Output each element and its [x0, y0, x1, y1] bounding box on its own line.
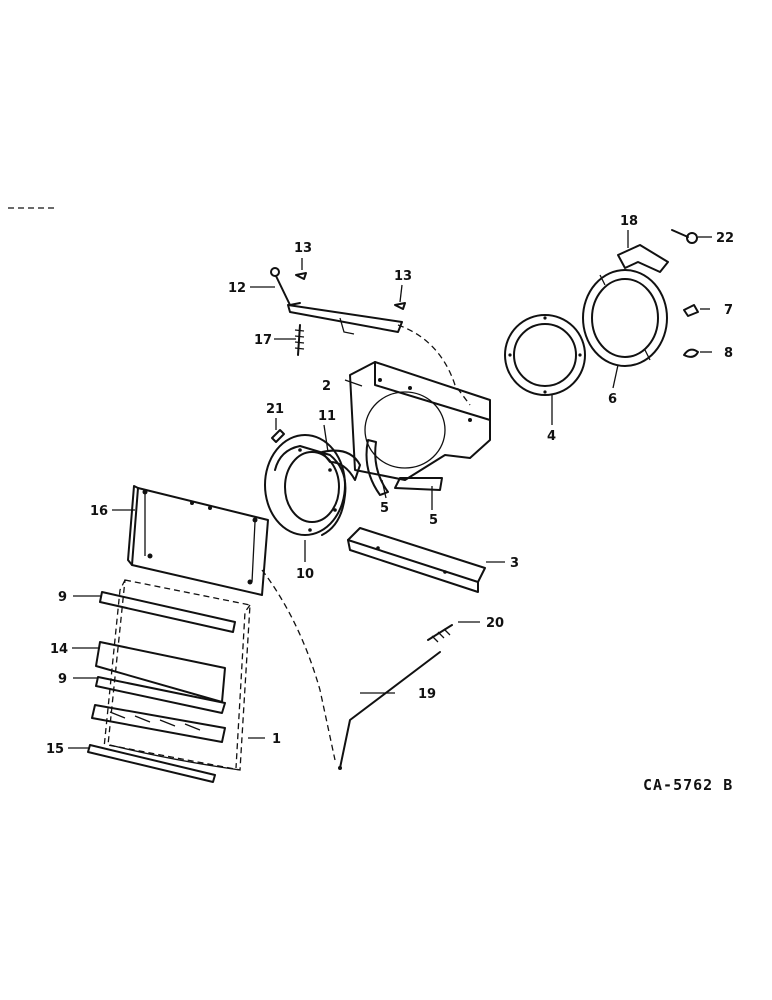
part-12-lever-bar: [270, 267, 403, 335]
callout-4: 4: [547, 429, 556, 444]
part-9-upper-bar: [99, 591, 236, 633]
callout-7: 7: [724, 303, 733, 318]
callout-16: 16: [90, 504, 108, 519]
callout-9a: 9: [58, 590, 67, 605]
part-18-bracket: [617, 244, 669, 273]
callout-1: 1: [272, 732, 281, 747]
part-10-ring-shroud: [264, 434, 347, 536]
part-3-lower-shroud: [347, 527, 486, 593]
part-20-spring: [427, 624, 453, 643]
callout-5a: 5: [380, 501, 389, 516]
callout-9b: 9: [58, 672, 67, 687]
lower-tray: [91, 704, 226, 743]
callout-12: 12: [228, 281, 246, 296]
part-17-spring: [294, 324, 305, 356]
part-11-arc-seal: [321, 449, 361, 481]
callout-13b: 13: [394, 269, 412, 284]
callout-17: 17: [254, 333, 272, 348]
part-9-lower-bar: [95, 676, 226, 714]
part-8-washer: [683, 348, 699, 358]
callout-11: 11: [318, 409, 336, 424]
part-7-nut: [683, 304, 699, 317]
callout-15: 15: [46, 742, 64, 757]
part-14-plate: [95, 641, 226, 703]
callout-14: 14: [50, 642, 68, 657]
callout-21: 21: [266, 402, 284, 417]
part-6-gasket-halves: [582, 269, 668, 367]
part-19-rod: [338, 651, 441, 770]
callout-6: 6: [608, 392, 617, 407]
part-21-clip: [271, 429, 285, 443]
part-13-clips: [295, 272, 406, 310]
part-2-fan-shroud: [349, 361, 491, 481]
reference-code: CA-5762 B: [643, 776, 733, 794]
part-1-radiator-core: [103, 579, 251, 771]
leader-lines: [68, 230, 712, 749]
callout-18: 18: [620, 214, 638, 229]
part-4-ring-gasket: [504, 314, 586, 396]
callout-10: 10: [296, 567, 314, 582]
part-22-bolt: [671, 229, 698, 244]
assembly-line-shroud: [397, 324, 471, 406]
assembly-line-rod: [261, 569, 336, 761]
callout-2: 2: [322, 379, 331, 394]
callout-13a: 13: [294, 241, 312, 256]
callout-20: 20: [486, 616, 504, 631]
callout-8: 8: [724, 346, 733, 361]
callout-3: 3: [510, 556, 519, 571]
callout-19: 19: [418, 687, 436, 702]
callout-22: 22: [716, 231, 734, 246]
callout-5b: 5: [429, 513, 438, 528]
part-16-upper-frame: [127, 485, 269, 596]
part-5-seals: [365, 439, 443, 496]
part-15-bottom-bar: [87, 744, 216, 783]
